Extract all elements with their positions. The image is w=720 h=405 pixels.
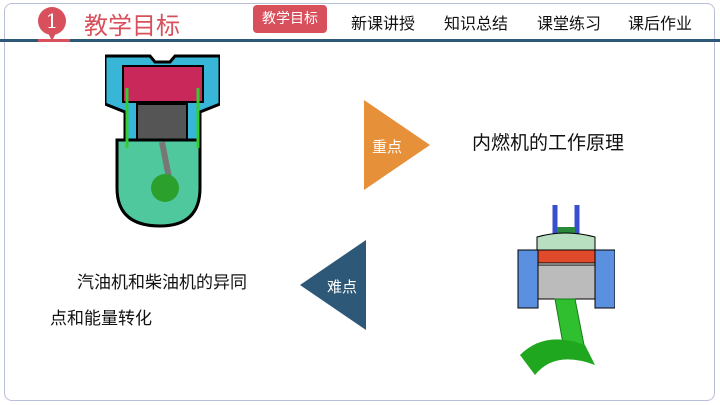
gasoline-engine-illustration xyxy=(105,54,220,228)
difficulty-text-line2: 点和能量转化 xyxy=(50,309,152,329)
key-point-label: 重点 xyxy=(372,138,403,156)
nav-tab-summary[interactable]: 知识总结 xyxy=(444,14,509,33)
accent-bar xyxy=(38,39,70,42)
header-frame xyxy=(4,3,715,401)
nav-tab-new-lesson[interactable]: 新课讲授 xyxy=(351,14,416,33)
nav-tab-homework[interactable]: 课后作业 xyxy=(628,14,693,33)
key-point-text: 内燃机的工作原理 xyxy=(472,132,625,154)
difficulty-text-line1: 汽油机和柴油机的异同 xyxy=(77,273,247,293)
nav-tab-objectives[interactable]: 教学目标 xyxy=(253,5,327,33)
diesel-engine-illustration xyxy=(517,205,615,375)
difficulty-label: 难点 xyxy=(327,278,358,296)
difficulty-arrow xyxy=(300,240,366,330)
section-number-badge: 1 xyxy=(38,7,66,41)
nav-tab-practice[interactable]: 课堂练习 xyxy=(537,14,602,33)
key-point-arrow xyxy=(364,100,430,190)
header-divider xyxy=(0,39,720,42)
page-title: 教学目标 xyxy=(84,12,180,40)
